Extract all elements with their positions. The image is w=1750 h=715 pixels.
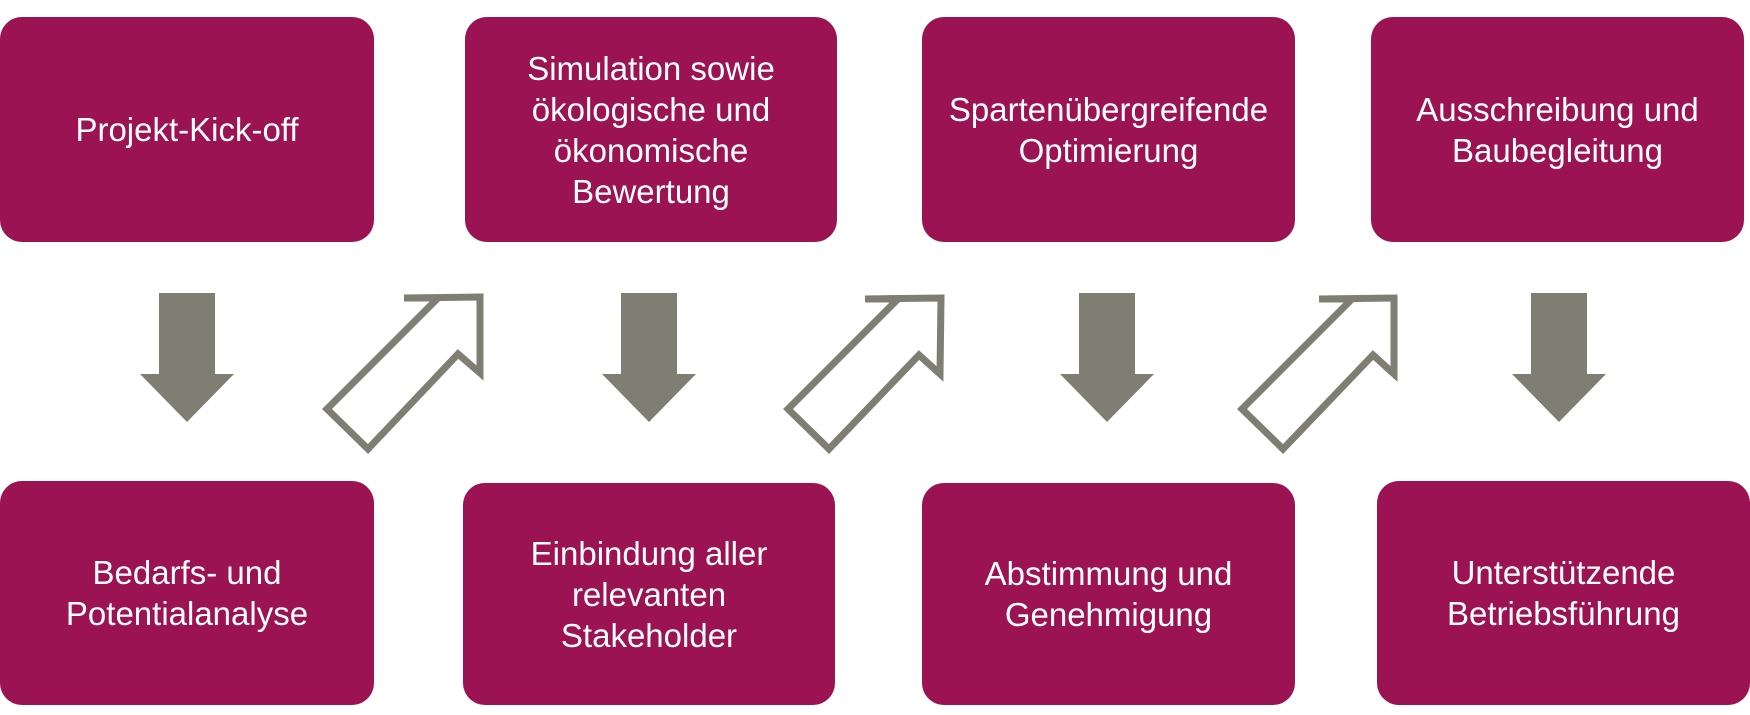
step-label: Unterstützende Betriebsführung [1447, 554, 1680, 632]
step-label: Bedarfs- und Potentialanalyse [65, 554, 309, 632]
diagonal-arrow-2 [783, 294, 945, 454]
down-arrow-4 [1512, 293, 1606, 422]
step-unterstuetzende-betriebsfuehrung: Unterstützende Betriebsführung [1377, 481, 1750, 705]
step-projekt-kick-off: Projekt-Kick-off [0, 17, 374, 242]
diagonal-arrow-3 [1237, 294, 1398, 454]
step-label: Spartenübergreifende Optimierung [948, 90, 1269, 169]
step-label: Ausschreibung und Baubegleitung [1416, 90, 1699, 169]
down-arrow-3 [1060, 293, 1154, 422]
step-abstimmung-genehmigung: Abstimmung und Genehmigung [922, 483, 1295, 705]
step-ausschreibung-baubegleitung: Ausschreibung und Baubegleitung [1371, 17, 1744, 242]
step-label: Einbindung aller relevanten Stakeholder [530, 534, 768, 654]
step-label: Abstimmung und Genehmigung [984, 555, 1233, 633]
down-arrow-2 [602, 293, 696, 422]
step-einbindung-stakeholder: Einbindung aller relevanten Stakeholder [463, 483, 835, 705]
step-label: Projekt-Kick-off [75, 111, 299, 148]
step-label: Simulation sowie ökologische und ökonomi… [527, 49, 775, 210]
down-arrow-1 [140, 293, 234, 422]
step-simulation-bewertung: Simulation sowie ökologische und ökonomi… [465, 17, 837, 242]
step-spartenuebergreifende-optimierung: Spartenübergreifende Optimierung [922, 17, 1295, 242]
step-bedarfs-potentialanalyse: Bedarfs- und Potentialanalyse [0, 481, 374, 705]
diagonal-arrow-1 [322, 293, 484, 454]
